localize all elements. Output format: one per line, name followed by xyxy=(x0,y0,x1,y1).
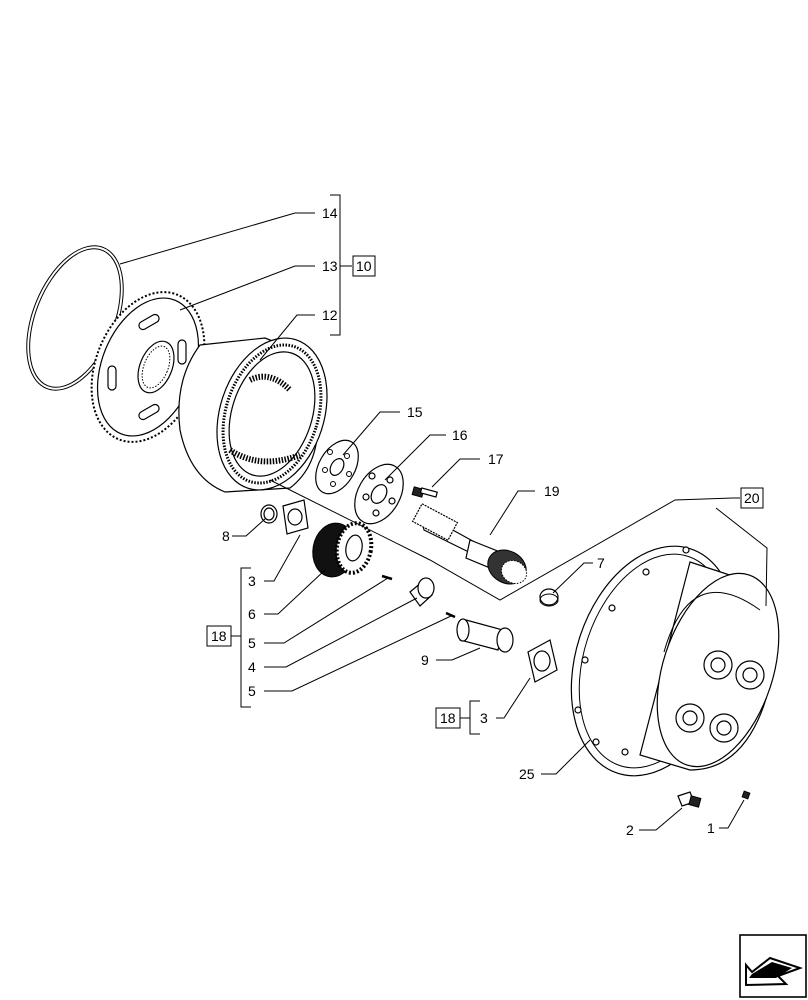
callout-18b: 18 xyxy=(440,710,456,726)
callout-4: 4 xyxy=(248,659,256,675)
callout-19: 19 xyxy=(544,483,560,499)
callout-17: 17 xyxy=(488,451,504,467)
callout-7: 7 xyxy=(597,555,605,571)
callout-16: 16 xyxy=(452,427,468,443)
pin-5a-part xyxy=(381,574,393,581)
ring-gear-part xyxy=(178,337,328,493)
planet-gear-part xyxy=(312,521,374,578)
plug-7-part xyxy=(539,588,559,607)
plug-1-part xyxy=(741,790,751,800)
bolt-2-part xyxy=(677,791,702,808)
callout-2: 2 xyxy=(626,822,634,838)
leader-lines xyxy=(119,194,768,831)
callout-6: 6 xyxy=(248,606,256,622)
housing-25-part xyxy=(570,545,780,777)
callout-14: 14 xyxy=(322,205,338,221)
callout-3b: 3 xyxy=(480,710,488,726)
input-shaft-part xyxy=(411,502,528,585)
callout-8: 8 xyxy=(222,528,230,544)
callout-18a: 18 xyxy=(211,628,227,644)
callout-5a: 5 xyxy=(248,635,256,651)
callout-5b: 5 xyxy=(248,683,256,699)
bushing-4-part xyxy=(409,577,435,607)
callout-12: 12 xyxy=(322,307,338,323)
callout-box-10: 10 xyxy=(352,255,376,277)
callout-20: 20 xyxy=(744,490,760,506)
planet-pin-9-part xyxy=(456,618,514,653)
callout-box-18b: 18 xyxy=(435,707,461,729)
pin-5b-part xyxy=(445,611,456,619)
callout-1: 1 xyxy=(707,820,715,836)
callout-13: 13 xyxy=(322,258,338,274)
thrust-washer-3b-part xyxy=(527,639,558,683)
callout-10: 10 xyxy=(356,258,372,274)
thrust-washer-part xyxy=(315,439,359,495)
callout-15: 15 xyxy=(407,404,423,420)
callout-box-20: 20 xyxy=(740,487,764,509)
callout-25: 25 xyxy=(519,766,535,782)
thrust-washer-3a-part xyxy=(282,499,309,535)
bolt-17-part xyxy=(411,486,438,498)
callout-box-18a: 18 xyxy=(206,625,232,647)
next-page-arrow-icon[interactable] xyxy=(739,934,807,998)
thrust-plate-part xyxy=(354,463,404,525)
callout-9: 9 xyxy=(421,652,429,668)
callout-3a: 3 xyxy=(248,573,256,589)
